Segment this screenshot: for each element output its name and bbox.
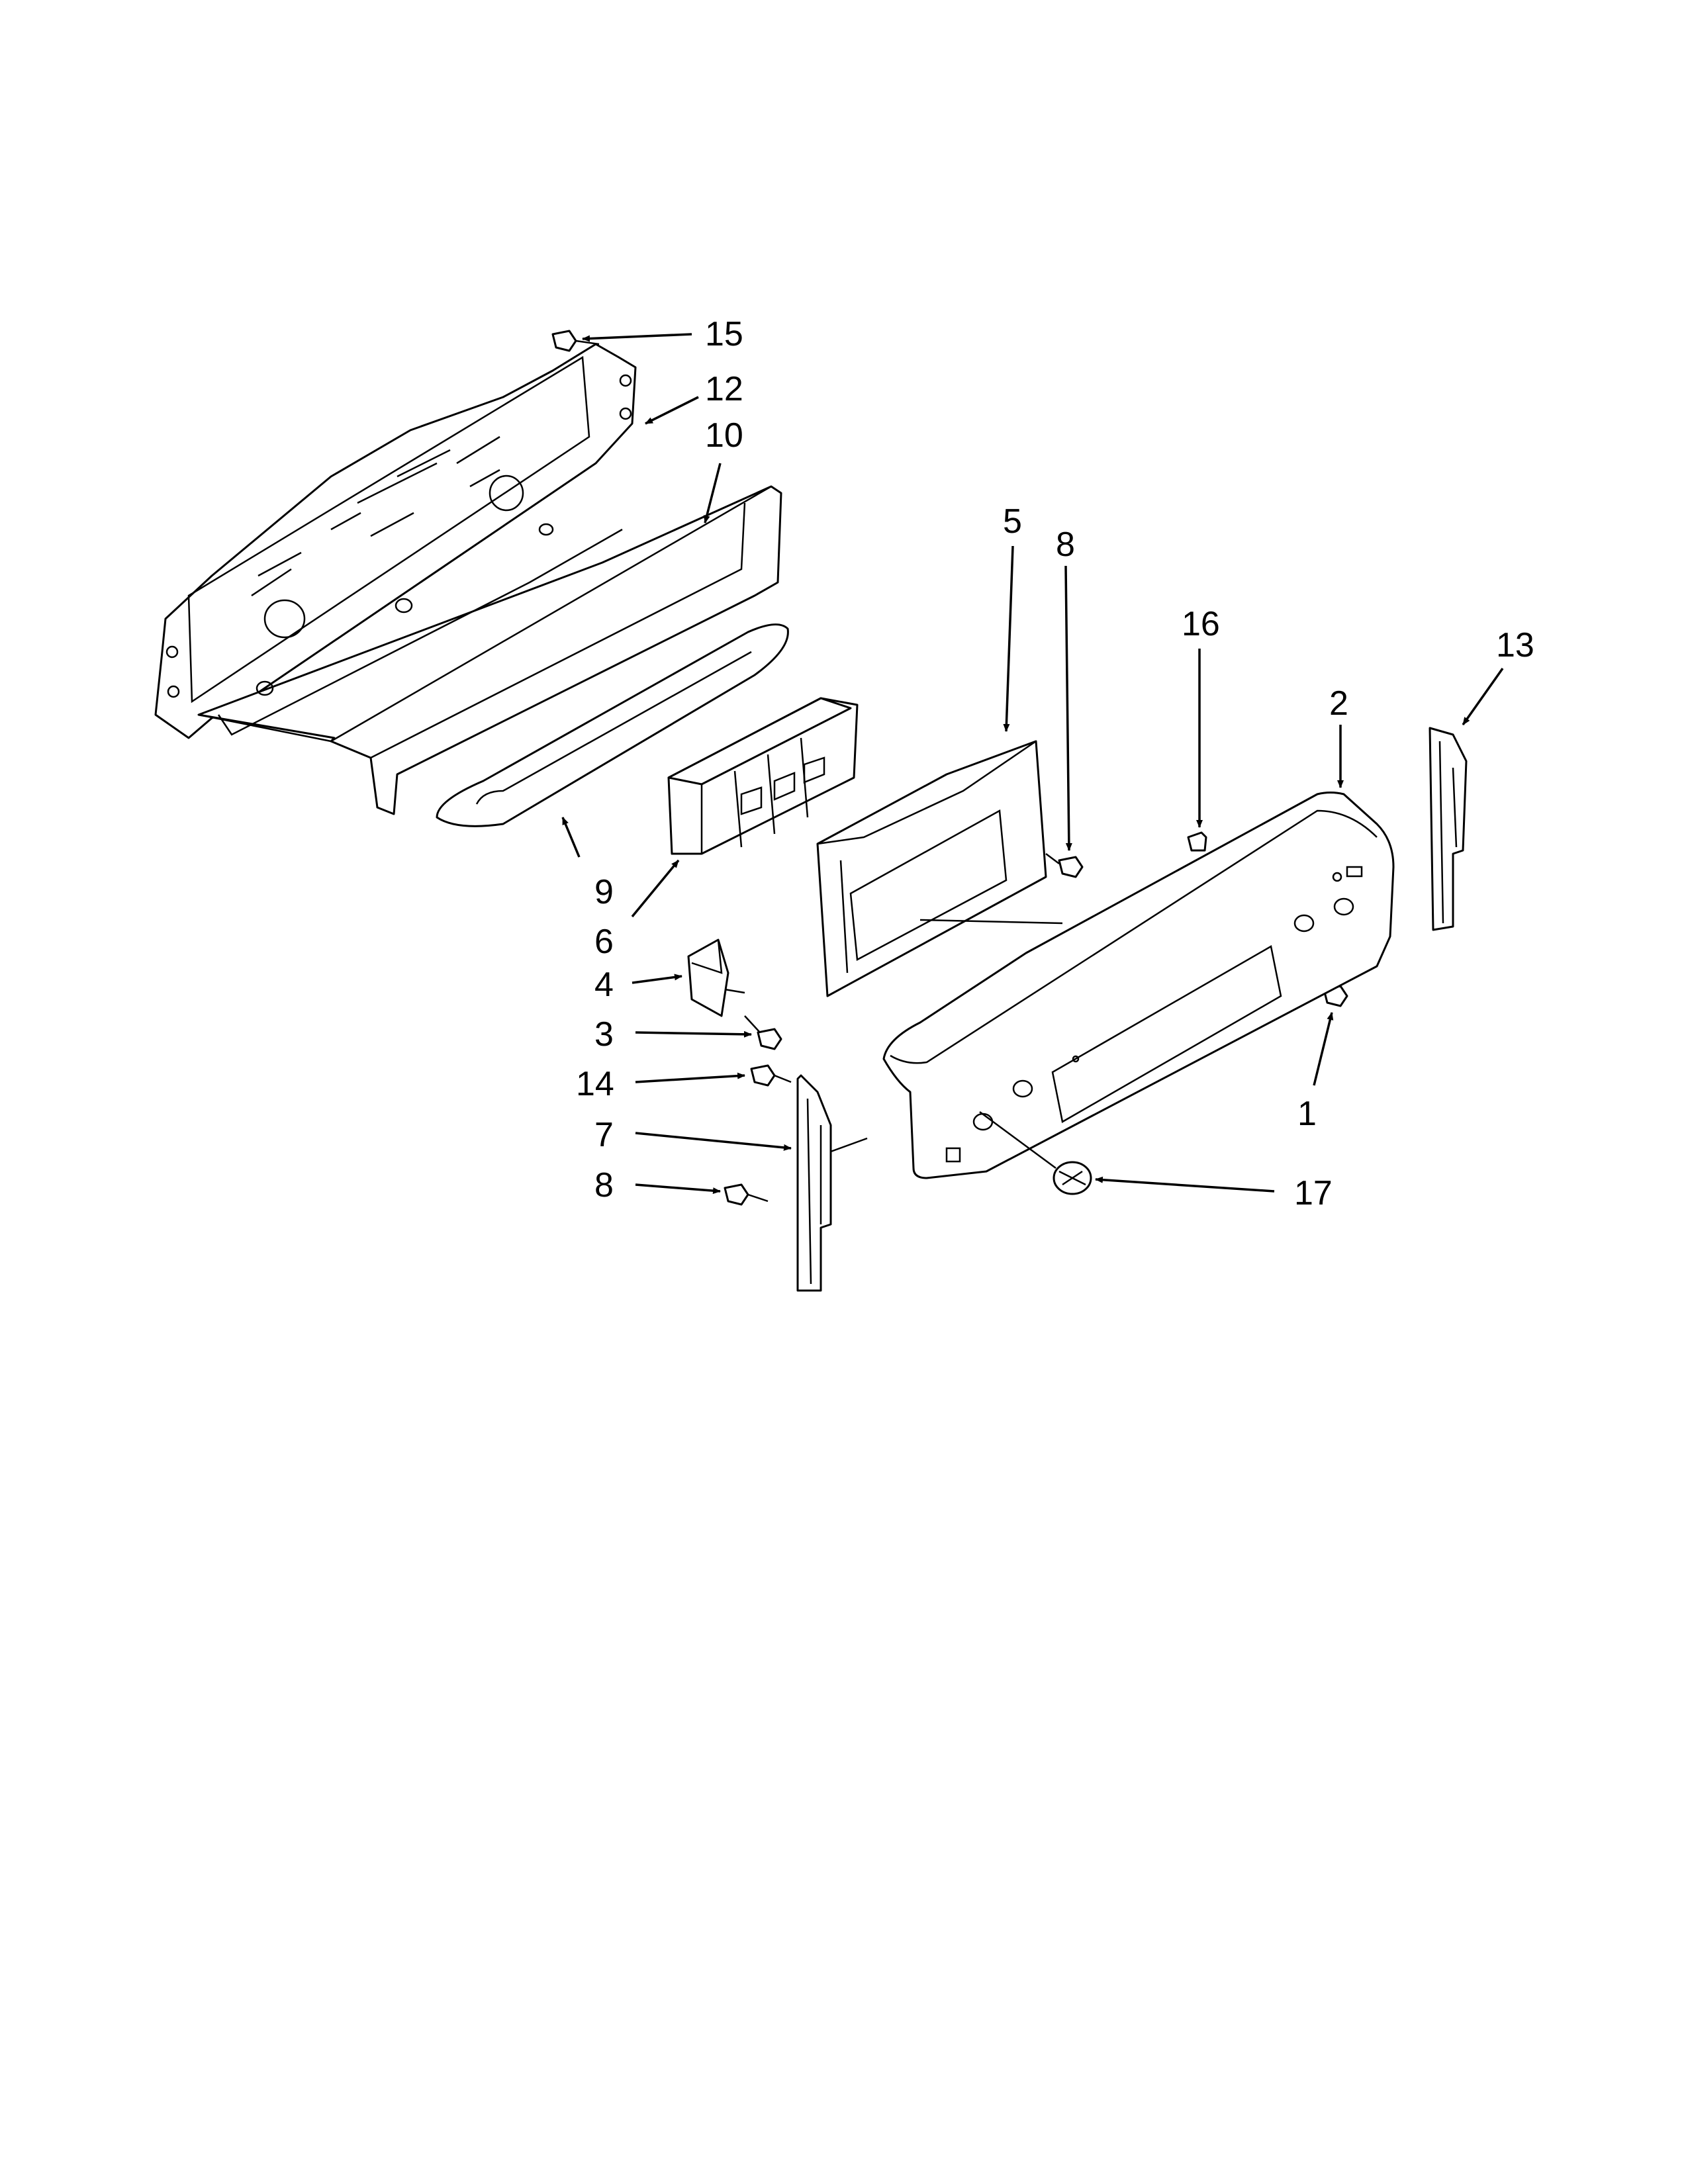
callout-15: 15 (705, 315, 743, 353)
part-10-rear-panel (197, 485, 782, 815)
part-13-right-endcap (1429, 727, 1468, 931)
callout-2: 2 (1329, 684, 1348, 723)
screw-15 (551, 330, 600, 352)
callout-13: 13 (1496, 626, 1534, 664)
screw-8-lower (724, 1183, 769, 1206)
part-17-knob (979, 1111, 1092, 1195)
callout-5: 5 (1003, 502, 1022, 541)
part-2-control-panel (882, 792, 1395, 1179)
part-4-switch (687, 938, 745, 1017)
screw-14 (750, 1064, 792, 1087)
callout-10: 10 (705, 416, 743, 455)
callout-17: 17 (1294, 1174, 1333, 1212)
screws (551, 330, 1348, 1206)
part-16-clip (1187, 831, 1207, 852)
callout-3: 3 (594, 1015, 614, 1054)
callout-8-lower: 8 (594, 1166, 614, 1205)
screw-3 (744, 1015, 782, 1050)
callout-9: 9 (594, 873, 614, 911)
callout-12: 12 (705, 370, 743, 408)
part-12-rear-bracket (154, 343, 637, 739)
callout-14: 14 (576, 1065, 614, 1103)
screw-8-upper (1045, 853, 1084, 878)
callout-1: 1 (1297, 1095, 1317, 1133)
part-7-left-endcap (796, 1074, 868, 1292)
part-6-control-module (667, 697, 859, 855)
callout-labels: 15 12 10 5 8 16 2 13 9 6 4 3 14 1 7 17 8 (576, 315, 1534, 1212)
callout-8-upper: 8 (1056, 525, 1075, 564)
callout-6: 6 (594, 923, 614, 961)
part-9-trim-strip (436, 623, 789, 827)
callout-7: 7 (594, 1116, 614, 1154)
callout-16: 16 (1182, 605, 1220, 643)
part-5-display-bracket (816, 740, 1063, 997)
leader-lines (561, 333, 1504, 1195)
callout-4: 4 (594, 966, 614, 1004)
